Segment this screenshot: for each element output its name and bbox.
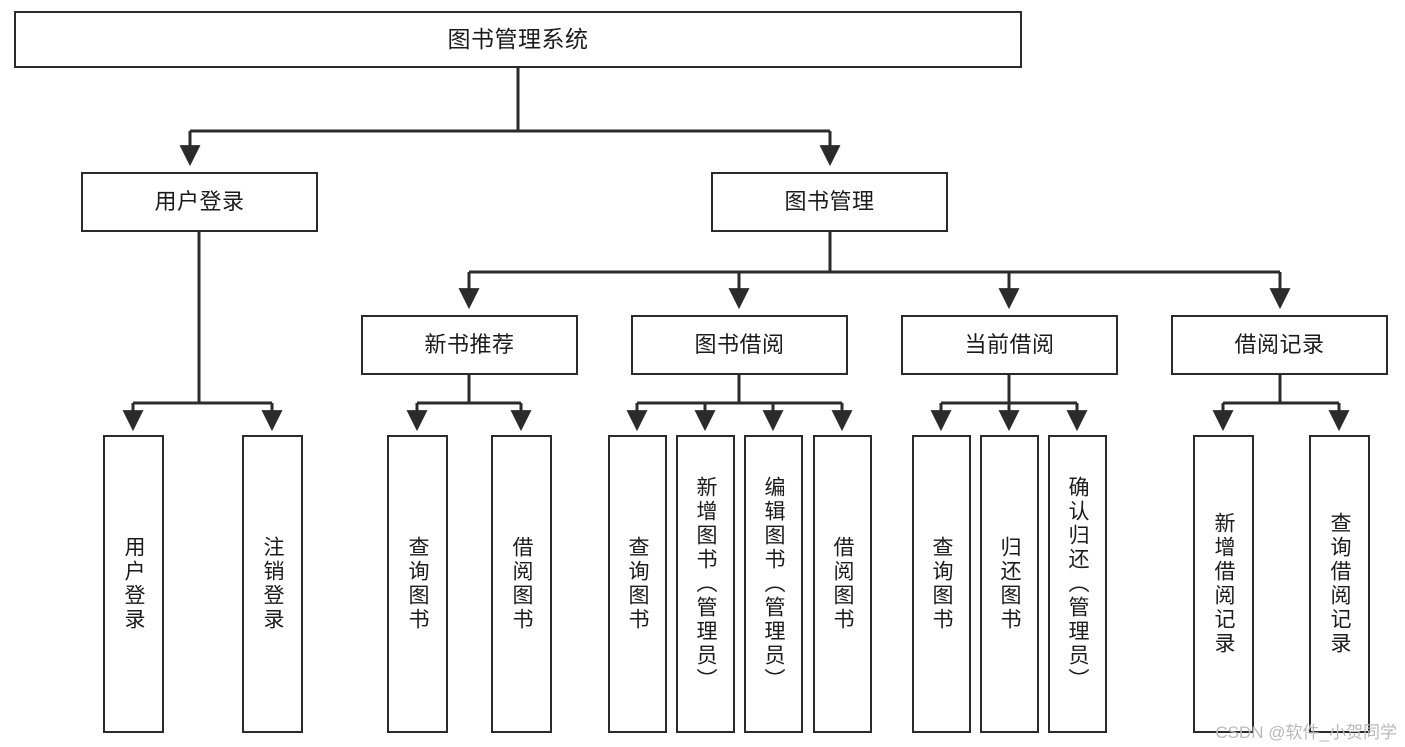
node-label: 用户登录 [122, 536, 145, 632]
node-label: 确认归还（管理员） [1066, 476, 1089, 692]
node-book-management[interactable]: 图书管理 [711, 172, 948, 232]
csdn-watermark: CSDN @软件_小贺同学 [1215, 723, 1397, 742]
leaf-current-query-book[interactable]: 查询图书 [912, 435, 971, 733]
leaf-record-add-record[interactable]: 新增借阅记录 [1193, 435, 1254, 733]
node-label: 借阅记录 [1234, 332, 1325, 358]
node-label: 新增借阅记录 [1212, 512, 1235, 656]
leaf-borrow-query-book[interactable]: 查询图书 [608, 435, 667, 733]
leaf-current-return-book[interactable]: 归还图书 [980, 435, 1039, 733]
node-new-book-recommend[interactable]: 新书推荐 [361, 315, 578, 375]
leaf-user-login[interactable]: 用户登录 [103, 435, 164, 733]
leaf-borrow-add-book-admin[interactable]: 新增图书（管理员） [676, 435, 735, 733]
node-current-borrow[interactable]: 当前借阅 [901, 315, 1118, 375]
leaf-current-confirm-return-admin[interactable]: 确认归还（管理员） [1048, 435, 1107, 733]
leaf-newbook-query-book[interactable]: 查询图书 [387, 435, 448, 733]
node-label: 查询借阅记录 [1328, 512, 1351, 656]
node-label: 查询图书 [930, 536, 953, 632]
node-label: 图书管理 [784, 189, 875, 215]
node-book-borrow[interactable]: 图书借阅 [631, 315, 848, 375]
node-label: 查询图书 [626, 536, 649, 632]
node-label: 当前借阅 [964, 332, 1055, 358]
node-borrow-record[interactable]: 借阅记录 [1171, 315, 1388, 375]
node-label: 借阅图书 [831, 536, 854, 632]
leaf-newbook-borrow-book[interactable]: 借阅图书 [491, 435, 552, 733]
leaf-record-query-record[interactable]: 查询借阅记录 [1309, 435, 1370, 733]
node-label: 编辑图书（管理员） [762, 476, 785, 692]
node-label: 借阅图书 [510, 536, 533, 632]
node-label: 查询图书 [406, 536, 429, 632]
node-label: 新增图书（管理员） [694, 476, 717, 692]
node-root-system[interactable]: 图书管理系统 [14, 11, 1022, 68]
node-label: 注销登录 [261, 536, 284, 632]
node-label: 图书借阅 [694, 332, 785, 358]
leaf-borrow-borrow-book[interactable]: 借阅图书 [813, 435, 872, 733]
leaf-user-logout[interactable]: 注销登录 [242, 435, 303, 733]
node-label: 新书推荐 [424, 332, 515, 358]
leaf-borrow-edit-book-admin[interactable]: 编辑图书（管理员） [744, 435, 803, 733]
node-label: 用户登录 [154, 189, 245, 215]
node-label: 图书管理系统 [447, 25, 589, 52]
node-user-login[interactable]: 用户登录 [81, 172, 318, 232]
node-label: 归还图书 [998, 536, 1021, 632]
